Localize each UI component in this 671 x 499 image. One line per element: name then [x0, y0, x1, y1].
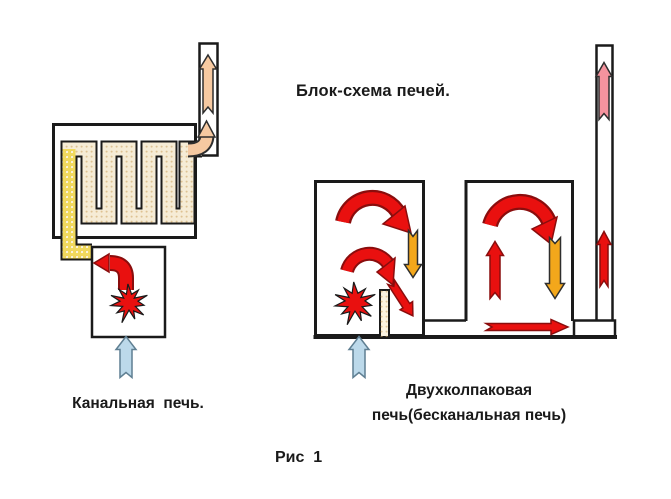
bell-furnace-label: Двухколпаковая печь(бесканальная печь): [338, 378, 600, 428]
bell2-outlet-arrow: [483, 318, 570, 336]
flow-arrows: [114, 53, 614, 380]
bell2-updraft-arrow: [485, 240, 505, 301]
bell1-lower-circulation-arrow: [340, 246, 396, 287]
serpentine-channel: [60, 140, 202, 261]
flame-burst-shape: [108, 283, 148, 323]
bell2-downdraft-arrow: [544, 235, 566, 300]
figure-caption: Рис 1: [275, 449, 323, 466]
firebox-exit-curved-arrow: [92, 252, 134, 290]
channel-furnace-diagram: [52, 42, 219, 339]
bell1-downdraft-arrow: [403, 228, 423, 279]
flame-burst-shape: [332, 281, 376, 325]
right-flame-burst-icon: [332, 281, 376, 325]
bell1-top-circulation-arrow: [335, 189, 413, 235]
left-air-inlet-arrow: [114, 335, 138, 380]
bell-furnace-label-line1: Двухколпаковая: [405, 382, 533, 399]
left-chimney-flow-arrow: [198, 53, 218, 116]
right-chimney-red-arrow: [595, 229, 613, 289]
bell2-top-circulation-arrow: [482, 193, 559, 246]
firebox-partition-texture: [380, 290, 389, 337]
right-air-inlet-arrow: [347, 335, 371, 380]
chimney-base-duct: [572, 319, 617, 339]
bell-furnace-label-line2: печь(бесканальная печь): [371, 407, 567, 424]
right-chimney-pink-arrow: [594, 60, 614, 122]
bell1-outlet-arrow: [386, 277, 414, 317]
figure-title: Блок-схема печей.: [296, 82, 451, 100]
left-flame-burst-icon: [108, 283, 148, 323]
channel-furnace-label: Канальная печь.: [72, 395, 204, 412]
chimney-elbow-curved-arrow: [187, 119, 217, 158]
